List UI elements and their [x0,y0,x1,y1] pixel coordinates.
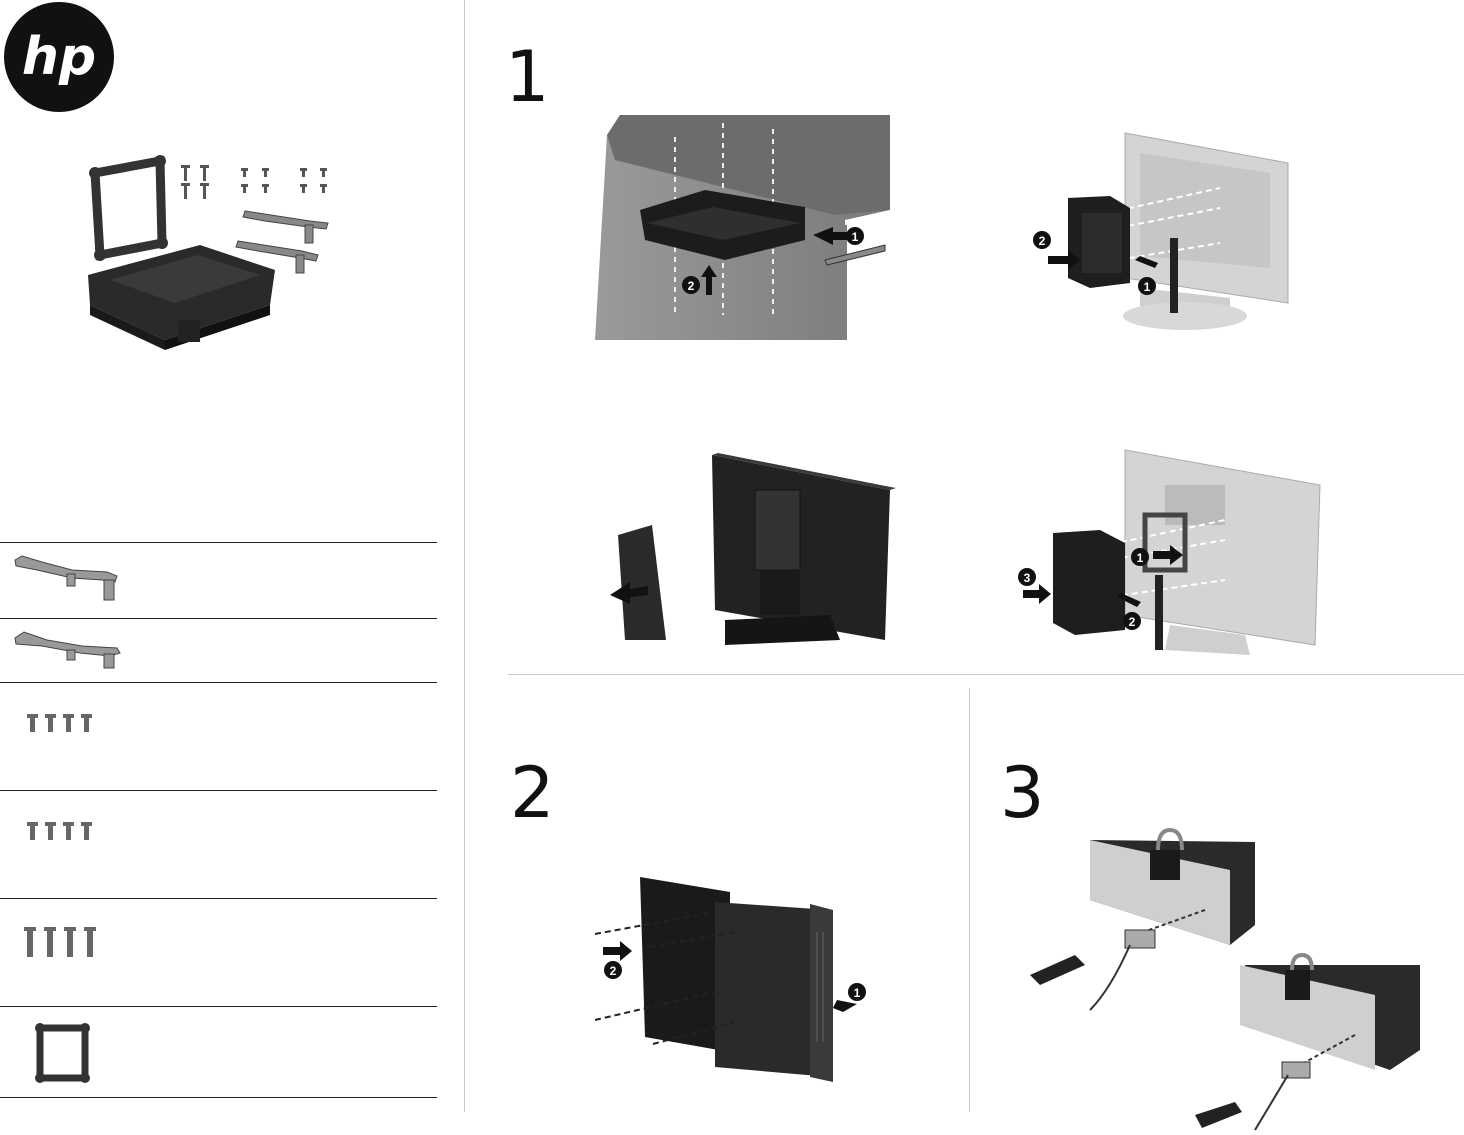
mount-tray-illustration [88,245,275,350]
callout-1: 1 [1137,551,1144,565]
short-screws-icon [26,820,106,845]
step1-under-desk-illustration: 1 2 [595,115,890,345]
short-screws-icon [26,712,106,737]
long-screws-icon [22,925,107,960]
callout-2: 2 [610,964,617,978]
parts-list-divider [0,1006,437,1007]
hp-logo: hp [3,1,115,113]
kit-overview-illustration [80,155,340,355]
callout-3: 3 [1024,571,1031,585]
hp-logo-mark: hp [3,1,115,113]
screws-illustration [181,165,327,199]
step1-monitor-mount-illustration: 2 1 [1030,128,1295,338]
hp-logo-text: hp [22,27,96,87]
step3-cable-lock-illustration [1030,830,1430,1135]
parts-list-divider [0,898,437,899]
parts-list-divider [0,1097,437,1098]
vesa-frame-illustration [89,155,168,261]
step-number-3: 3 [1000,758,1045,828]
long-bracket-icon [12,552,127,607]
callout-2: 2 [1129,615,1136,629]
parts-list-divider [0,682,437,683]
parts-list-divider [0,542,437,543]
short-bracket-icon [12,628,127,673]
parts-list-divider [0,618,437,619]
step-divider [508,674,1464,675]
step-number-2: 2 [510,758,555,828]
callout-1: 1 [1144,280,1151,294]
step1-monitor-vesa-illustration: 1 3 2 [1015,445,1325,660]
callout-2: 2 [1039,234,1046,248]
left-column-divider [464,0,465,1112]
parts-list-divider [0,790,437,791]
vesa-frame-icon [30,1018,95,1088]
step-divider [969,688,970,1112]
callout-2: 2 [688,279,695,293]
step-number-1: 1 [505,42,550,112]
step2-computer-mount-illustration: 2 1 [585,872,870,1087]
callout-1: 1 [854,986,861,1000]
callout-1: 1 [852,230,859,244]
step1-monitor-back-illustration [600,450,900,650]
